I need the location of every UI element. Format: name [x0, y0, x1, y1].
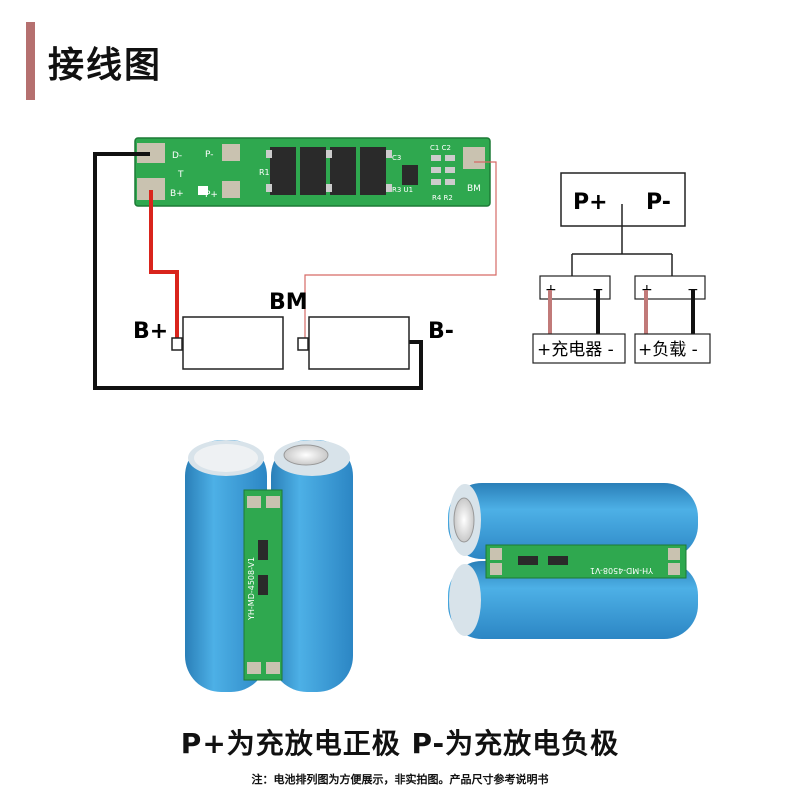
pcb-label-t: T	[177, 170, 184, 180]
pcb-label-r3u1: R3 U1	[392, 186, 413, 194]
battery-block-1	[171, 316, 284, 370]
pcb-label-d-minus: D-	[172, 151, 182, 161]
load-box	[634, 333, 711, 364]
battery-block-2	[297, 316, 410, 370]
output-schematic: P+ P- + − + − +充电器 - +负载 -	[532, 172, 711, 364]
pcb-label-bm: BM	[467, 184, 481, 194]
label-bm: BM	[269, 290, 308, 315]
board-text-horizontal: YH-MD-4508-V1	[590, 566, 654, 575]
battery-photo-horizontal: YH-MD-4508-V1	[448, 483, 698, 639]
board-text-vertical: YH-MD-4508-V1	[247, 557, 256, 621]
pcb-label-c3: C3	[392, 154, 401, 162]
pad-d-minus	[137, 143, 165, 163]
pad-bm	[463, 147, 485, 169]
pp-box	[560, 172, 686, 227]
battery-photo-vertical: YH-MD-4508-V1	[185, 440, 353, 692]
pad-b-plus	[137, 178, 165, 200]
label-p-plus: P+	[573, 190, 608, 215]
label-load: +负载 -	[638, 340, 698, 360]
pcb-board: D- P- T B+ P+ R1 C3 R3 U1 C1 C2 R4 R2 BM	[134, 137, 491, 207]
pcb-label-b-plus: B+	[170, 189, 184, 199]
pcb-label-r1: R1	[259, 168, 270, 177]
charger-box	[532, 333, 626, 364]
label-charger: +充电器 -	[537, 340, 614, 360]
polarity-caption: P+为充放电正极 P-为充放电负极	[180, 727, 620, 760]
footnote: 注：电池排列图为方便展示，非实拍图。产品尺寸参考说明书	[251, 773, 549, 786]
label-b-plus: B+	[133, 319, 168, 344]
wires	[93, 152, 497, 390]
mosfet-chips	[266, 147, 392, 195]
wire-bm	[304, 161, 497, 340]
label-p-minus: P-	[646, 190, 671, 215]
label-b-minus: B-	[428, 319, 454, 344]
title-accent-bar	[26, 22, 35, 100]
pcb-label-p-minus: P-	[205, 150, 213, 160]
wire-positive	[149, 190, 179, 340]
pcb-label-r4r2: R4 R2	[432, 194, 453, 202]
wire-negative	[93, 152, 423, 390]
pcb-label-p-plus: P+	[205, 190, 218, 200]
ic-chip	[402, 165, 418, 185]
page-title: 接线图	[48, 45, 163, 86]
pcb-label-c1c2: C1 C2	[430, 144, 451, 152]
